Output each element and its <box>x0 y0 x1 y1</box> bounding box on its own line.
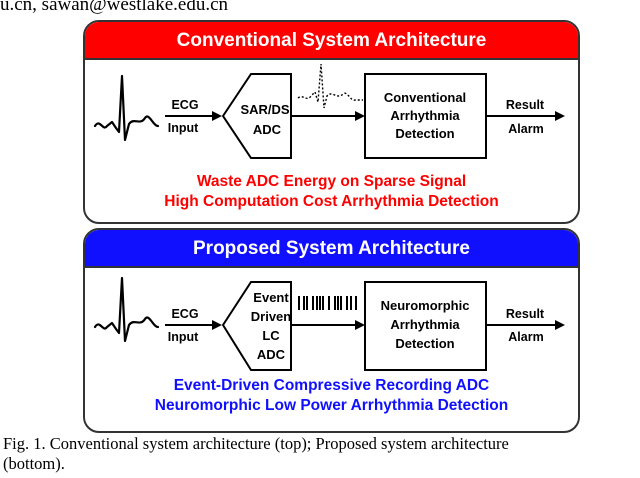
result-output-label: Result <box>506 98 545 112</box>
conventional-drawback-line-1: Waste ADC Energy on Sparse Signal <box>196 173 467 190</box>
event-driven-adc-label-4: ADC <box>257 347 286 362</box>
event-spike-train <box>298 296 357 310</box>
ecg-input-label: ECG <box>171 307 198 321</box>
event-driven-adc-label-3: LC <box>262 328 280 343</box>
sar-adc-label-2: ADC <box>253 122 282 137</box>
neuromorphic-detector-label-1: Neuromorphic <box>381 298 470 313</box>
conventional-architecture-panel: Conventional System Architecture ECG Inp… <box>83 20 580 224</box>
sampled-signal-waveform <box>297 63 363 109</box>
conventional-detector-label-2: Arrhythmia <box>390 108 460 123</box>
conventional-architecture-title: Conventional System Architecture <box>85 22 578 60</box>
event-driven-adc-label-2: Driven <box>251 309 292 324</box>
ecg-input-label-2: Input <box>168 121 199 135</box>
result-output-label: Result <box>506 307 545 321</box>
proposed-benefit-note: Event-Driven Compressive Recording ADC N… <box>85 376 578 416</box>
alarm-output-label: Alarm <box>508 122 543 136</box>
ecg-waveform-icon <box>93 74 160 142</box>
proposed-architecture-diagram: ECG Input Event Driven LC ADC <box>93 276 565 371</box>
conventional-architecture-diagram: ECG Input SAR/DS ADC Conventional Arrhyt… <box>93 63 565 159</box>
event-driven-adc-label-1: Event <box>253 290 289 305</box>
proposed-architecture-title: Proposed System Architecture <box>85 230 578 268</box>
proposed-benefit-line-1: Event-Driven Compressive Recording ADC <box>173 377 490 394</box>
sar-adc-label-1: SAR/DS <box>240 102 289 117</box>
figure-caption-line-1: Fig. 1. Conventional system architecture… <box>3 434 509 453</box>
neuromorphic-detector-label-2: Arrhythmia <box>390 317 460 332</box>
ecg-waveform-icon <box>93 276 160 343</box>
alarm-output-label: Alarm <box>508 330 543 344</box>
conventional-detector-label-1: Conventional <box>384 90 466 105</box>
neuromorphic-detector-label-3: Detection <box>395 336 454 351</box>
proposed-benefit-line-2: Neuromorphic Low Power Arrhythmia Detect… <box>154 397 509 414</box>
conventional-drawback-line-2: High Computation Cost Arrhythmia Detecti… <box>164 193 499 210</box>
ecg-input-label-2: Input <box>168 330 199 344</box>
figure-caption: Fig. 1. Conventional system architecture… <box>3 434 640 474</box>
author-email-fragment: u.cn, sawan@westlake.edu.cn <box>0 0 228 15</box>
proposed-architecture-panel: Proposed System Architecture ECG Input E… <box>83 228 580 433</box>
conventional-detector-label-3: Detection <box>395 126 454 141</box>
ecg-input-label: ECG <box>171 98 198 112</box>
figure-caption-line-2: (bottom). <box>3 454 65 473</box>
conventional-drawback-note: Waste ADC Energy on Sparse Signal High C… <box>85 172 578 212</box>
